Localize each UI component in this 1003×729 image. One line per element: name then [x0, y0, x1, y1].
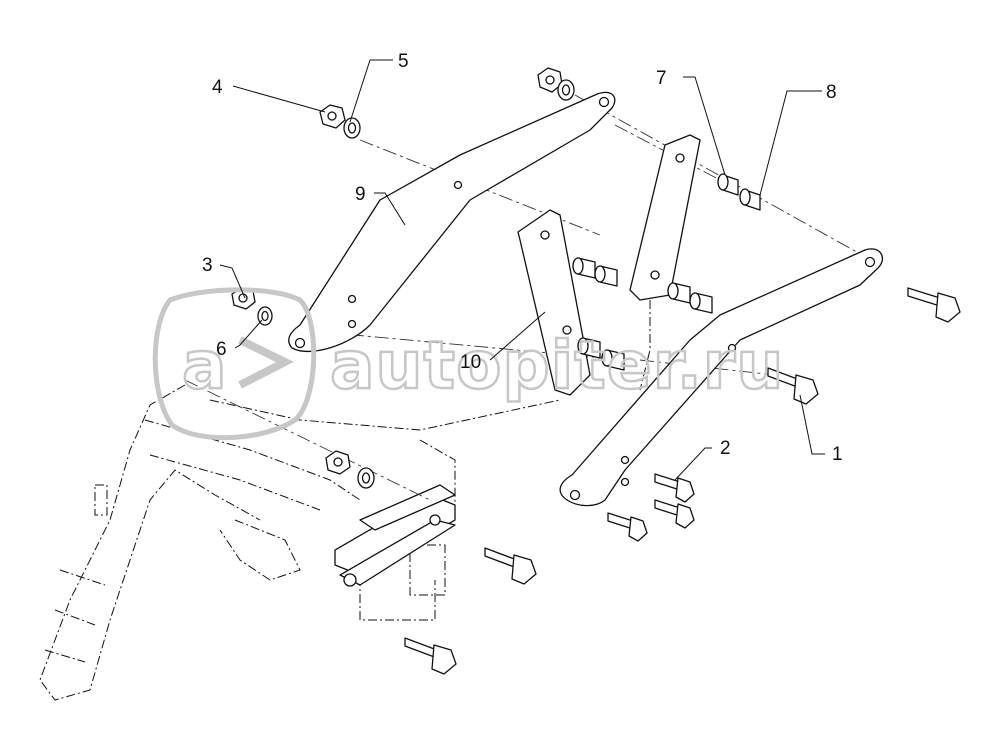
right-arm — [559, 248, 883, 507]
bushings — [572, 173, 761, 371]
nuts-and-washers — [231, 67, 575, 489]
link-plate-right — [629, 134, 701, 301]
callout-2: 2 — [720, 438, 731, 459]
bolts — [404, 287, 961, 675]
callout-4: 4 — [212, 77, 223, 98]
watermark-arrow-icon — [238, 336, 294, 389]
left-arm-part-9 — [288, 91, 616, 353]
watermark-text: autopiter.ru — [330, 327, 784, 404]
watermark-logo — [152, 287, 317, 441]
link-plate-left — [517, 209, 591, 396]
callout-9: 9 — [355, 184, 366, 205]
leader-lines — [219, 59, 825, 481]
frame-bracket-block — [334, 484, 456, 587]
watermark: a autopiter.ru — [152, 287, 785, 441]
callout-6: 6 — [216, 339, 227, 360]
callout-1: 1 — [832, 444, 843, 465]
watermark-logo-letter: a — [182, 327, 228, 404]
callout-3: 3 — [202, 255, 213, 276]
callout-7: 7 — [656, 68, 667, 89]
callout-5: 5 — [398, 51, 409, 72]
callout-8: 8 — [826, 82, 837, 103]
callout-10: 10 — [460, 352, 481, 373]
callout-labels: 1 2 3 4 5 6 7 8 9 10 — [202, 51, 843, 465]
